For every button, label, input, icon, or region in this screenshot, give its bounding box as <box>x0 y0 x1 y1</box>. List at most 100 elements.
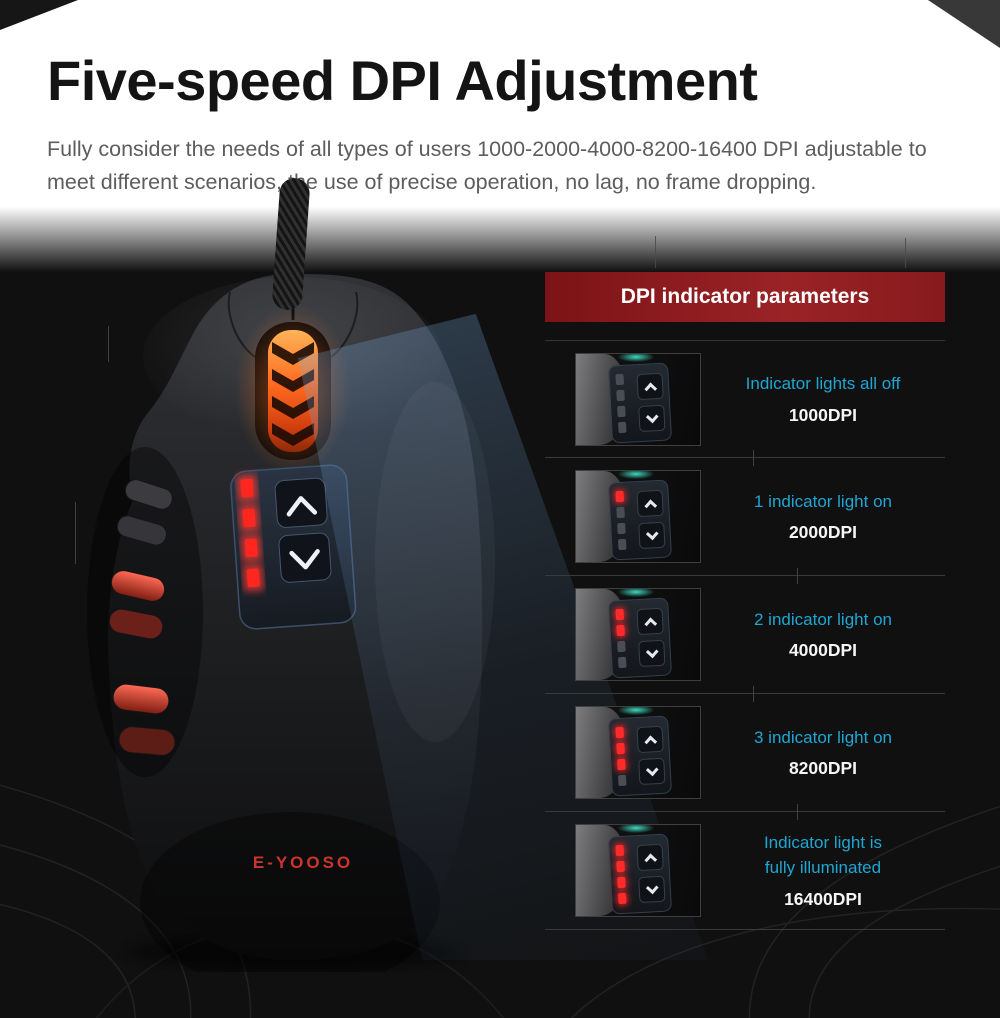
indicator-state-label: 1 indicator light on <box>754 491 892 511</box>
dpi-indicator-bar <box>617 522 626 535</box>
dpi-buttons <box>636 843 666 904</box>
dpi-module <box>608 715 672 797</box>
decor-tick <box>753 686 754 702</box>
palm-shadow <box>140 812 440 992</box>
indicator-bars <box>615 490 627 551</box>
indicator-bars <box>615 844 627 905</box>
decor-line <box>655 236 656 268</box>
chevron-down-icon <box>645 409 659 423</box>
dpi-indicator-bar <box>617 640 626 653</box>
chevron-up-icon <box>286 496 318 517</box>
dpi-indicator-bar <box>616 506 625 519</box>
dpi-row: 3 indicator light on 8200DPI <box>545 694 945 812</box>
chevron-down-icon <box>645 645 659 658</box>
wheel-rgb-glow <box>618 707 654 715</box>
dpi-module-main <box>230 464 357 630</box>
indicator-state-label: 3 indicator light on <box>754 727 892 747</box>
dpi-indicator-thumbnail <box>575 706 701 799</box>
dpi-up-button <box>636 843 664 872</box>
dpi-indicator-bar <box>617 758 626 771</box>
dpi-down-button <box>638 875 666 904</box>
row-text: Indicator light is fully illuminated 164… <box>701 831 945 909</box>
side-buttons <box>108 479 176 756</box>
decor-line <box>108 326 109 362</box>
decor-tick <box>753 450 754 466</box>
dpi-buttons <box>636 607 666 668</box>
dpi-indicator-bar <box>616 624 625 637</box>
dpi-indicator-bar <box>617 405 626 417</box>
chevron-up-icon <box>643 735 657 748</box>
dpi-down-button <box>638 639 666 668</box>
gaming-mouse-photo: E-YOOSO <box>85 262 500 992</box>
dpi-up-button <box>636 489 664 518</box>
dpi-up-button <box>636 372 664 400</box>
dpi-indicator-bar <box>617 892 627 905</box>
banner-text: DPI indicator parameters <box>620 285 870 308</box>
indicator-state-label: Indicator lights all off <box>745 374 901 394</box>
header-section: Five-speed DPI Adjustment Fully consider… <box>0 0 1000 272</box>
dpi-value: 4000DPI <box>788 640 858 661</box>
dpi-indicator-bar <box>617 876 626 889</box>
dpi-indicator-bar <box>615 726 625 739</box>
dpi-indicator-bar <box>617 656 627 669</box>
decor-line <box>75 502 76 564</box>
dpi-module <box>608 597 672 679</box>
dpi-down-button <box>638 757 666 786</box>
wheel-rgb-glow <box>618 825 654 833</box>
dpi-indicator-bar <box>615 844 625 857</box>
dpi-row: 2 indicator light on 4000DPI <box>545 576 945 694</box>
indicator-bars-main <box>240 478 260 588</box>
indicator-bars <box>615 373 627 433</box>
chevron-down-icon <box>645 763 659 776</box>
shell-highlight <box>375 382 495 742</box>
dpi-value: 2000DPI <box>788 522 858 543</box>
dpi-buttons <box>636 725 666 786</box>
dpi-indicator-bar <box>617 538 627 551</box>
dpi-indicator-bar <box>615 608 625 621</box>
wheel-rgb-glow <box>618 353 654 362</box>
indicator-state-label: 2 indicator light on <box>754 609 892 629</box>
decor-tick <box>797 804 798 820</box>
dpi-row: Indicator lights all off 1000DPI <box>545 340 945 458</box>
dpi-up-button <box>636 607 664 636</box>
page-title: Five-speed DPI Adjustment <box>47 49 758 112</box>
dpi-module <box>608 361 672 444</box>
dpi-value: 1000DPI <box>788 404 858 425</box>
wheel-rgb-glow <box>618 589 654 597</box>
dpi-indicator-bar <box>615 373 625 385</box>
dpi-indicator-thumbnail <box>575 588 701 681</box>
dpi-row: Indicator light is fully illuminated 164… <box>545 812 945 930</box>
row-text: 2 indicator light on 4000DPI <box>701 608 945 662</box>
dpi-down-button-main <box>278 532 332 583</box>
dpi-module <box>608 833 672 915</box>
dpi-indicator-bar <box>615 490 625 503</box>
chevron-down-icon <box>645 881 659 894</box>
dpi-indicator-bar <box>617 774 627 787</box>
dpi-indicator-thumbnail <box>575 824 701 917</box>
chevron-down-icon <box>289 549 320 570</box>
indicator-state-label: Indicator light is fully illuminated <box>763 833 883 877</box>
dpi-indicator-thumbnail <box>575 352 701 446</box>
chevron-up-icon <box>643 381 657 395</box>
mouse-illustration: E-YOOSO <box>87 274 495 992</box>
chevron-down-icon <box>645 527 659 540</box>
scroll-wheel <box>268 330 318 452</box>
dpi-buttons <box>636 372 666 432</box>
dpi-value: 16400DPI <box>784 888 862 909</box>
dpi-down-button <box>638 404 666 432</box>
dpi-row: 1 indicator light on 2000DPI <box>545 458 945 576</box>
page-subtitle: Fully consider the needs of all types of… <box>47 137 927 195</box>
dpi-value: 8200DPI <box>788 758 858 779</box>
dpi-down-button <box>638 521 666 550</box>
indicator-bars <box>615 726 627 787</box>
chevron-up-icon <box>643 617 657 630</box>
dpi-rows: Indicator lights all off 1000DPI 1 indic… <box>545 322 945 930</box>
chevron-up-icon <box>643 499 657 512</box>
dpi-indicator-bar <box>616 860 625 873</box>
dpi-up-button <box>636 725 664 754</box>
decor-line <box>905 238 906 268</box>
brand-logo: E-YOOSO <box>253 853 353 872</box>
dpi-module <box>608 479 672 561</box>
dpi-indicator-bar <box>616 742 625 755</box>
